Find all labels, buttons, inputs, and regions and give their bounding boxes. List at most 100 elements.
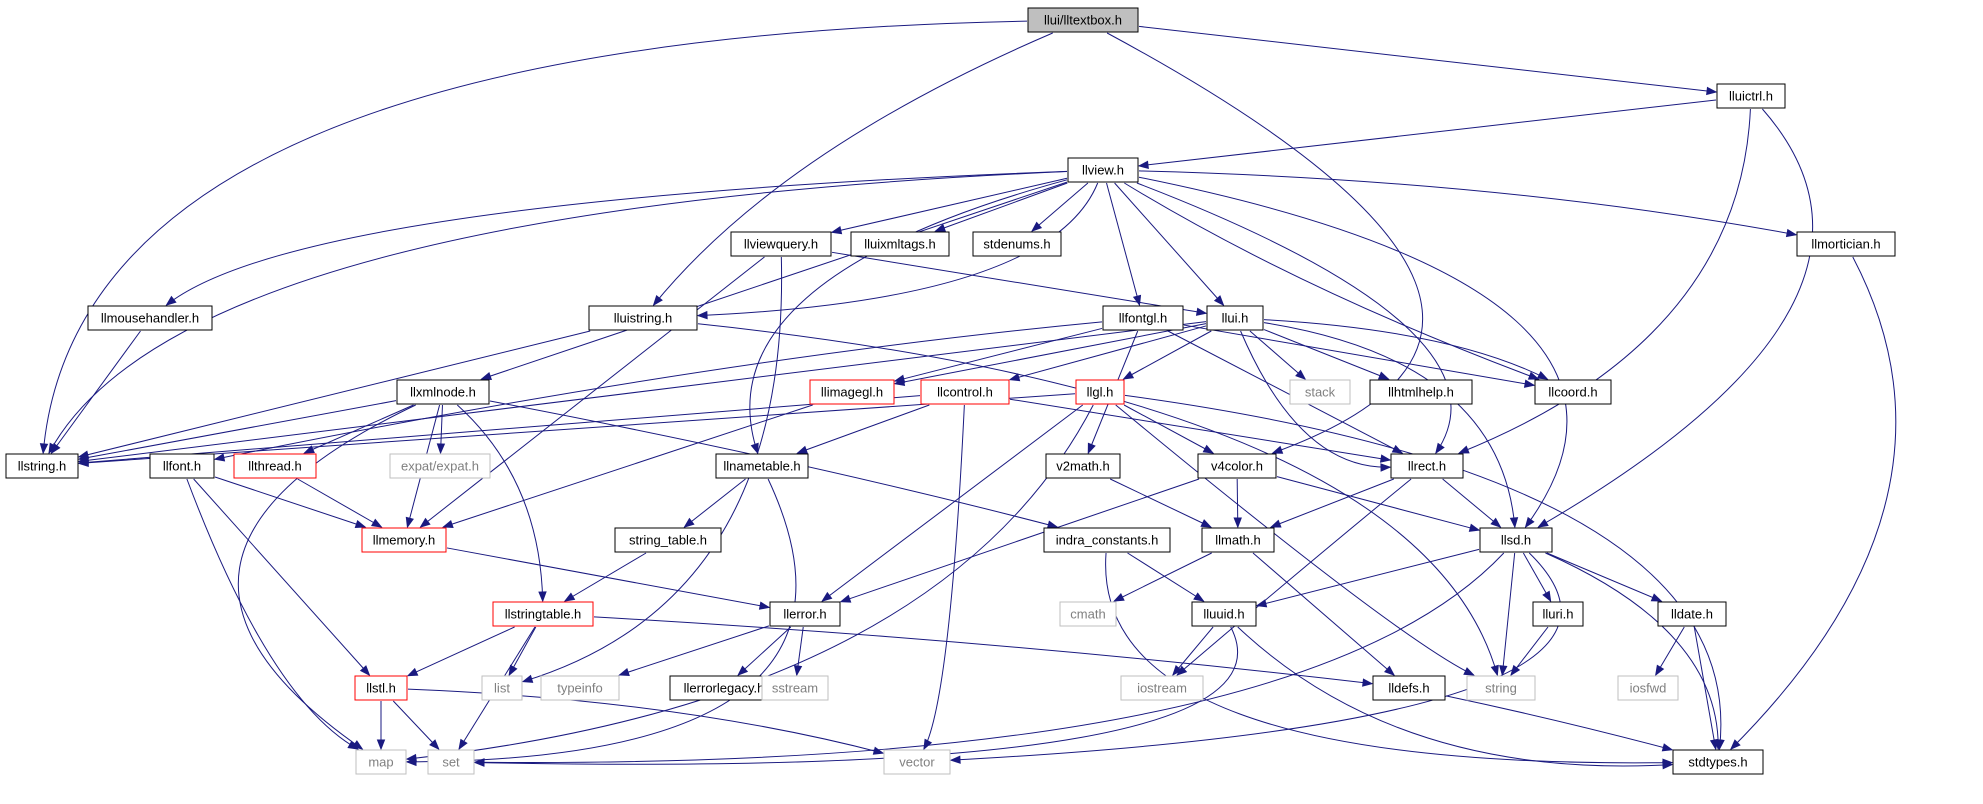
node-llthread[interactable]: llthread.h [233,453,317,479]
edge-v4color-to-llmath-arrowhead [1233,517,1242,529]
node-llgl[interactable]: llgl.h [1075,379,1125,405]
edge-lluri-to-string [1510,626,1549,676]
node-stdenums[interactable]: stdenums.h [972,231,1062,257]
node-llrect[interactable]: llrect.h [1390,453,1464,479]
node-lldate[interactable]: lldate.h [1657,601,1727,627]
node-v4color-box [1197,453,1277,479]
node-llnametable[interactable]: llnametable.h [715,453,809,479]
node-lluuid[interactable]: lluuid.h [1191,601,1257,627]
node-lldefs-box [1372,675,1446,701]
node-sstream-box [761,675,829,701]
node-llxmlnode[interactable]: llxmlnode.h [396,379,490,405]
node-expat: expat/expat.h [389,453,491,479]
node-lluictrl-label: lluictrl.h [1729,89,1773,104]
edge-llview-to-lluixmltags-arrowhead [934,223,947,232]
node-llhtmlhelp-label: llhtmlhelp.h [1388,385,1454,400]
node-llmemory[interactable]: llmemory.h [361,527,447,553]
node-vector-box [883,749,951,775]
node-llmousehandler[interactable]: llmousehandler.h [87,305,213,331]
node-list: list [481,675,523,701]
edge-llnametable-to-string-table-arrowhead [683,517,695,528]
edge-llmortician-to-stdtypes-arrowhead [1730,739,1741,750]
node-stdtypes-label: stdtypes.h [1688,755,1747,770]
node-llmousehandler-box [87,305,213,331]
edge-llview-to-llcoord-arrowhead [1527,371,1540,380]
node-stdtypes[interactable]: stdtypes.h [1672,749,1764,775]
node-lluixmltags[interactable]: lluixmltags.h [850,231,950,257]
node-llview[interactable]: llview.h [1067,157,1139,183]
node-lltextbox[interactable]: llui/lltextbox.h [1027,7,1139,33]
edge-lluictrl-to-llview [1138,99,1717,167]
node-v2math[interactable]: v2math.h [1045,453,1121,479]
node-string-box [1466,675,1536,701]
node-llgl-box [1075,379,1125,405]
edge-llgl-to-llstring [78,393,1076,464]
edge-llstl-to-vector-arrowhead [872,746,885,755]
node-indra-constants[interactable]: indra_constants.h [1043,527,1171,553]
node-llmousehandler-label: llmousehandler.h [101,311,199,326]
edge-llstringtable-to-lldefs [593,616,1373,685]
node-llsd[interactable]: llsd.h [1479,527,1553,553]
node-llstl[interactable]: llstl.h [354,675,408,701]
node-stdtypes-box [1672,749,1764,775]
edge-llcontrol-to-llstring [78,395,921,464]
edge-indra-constants-to-lluuid-arrowhead [1193,592,1205,602]
node-llstringtable[interactable]: llstringtable.h [492,601,594,627]
node-llfontgl[interactable]: llfontgl.h [1102,305,1184,331]
node-lluictrl[interactable]: lluictrl.h [1716,83,1786,109]
node-llimagegl[interactable]: llimagegl.h [809,379,895,405]
node-llhtmlhelp[interactable]: llhtmlhelp.h [1369,379,1473,405]
edge-llfont-to-llstl [193,478,370,676]
edge-llview-to-llmortician-arrowhead [1785,228,1798,238]
edge-llstringtable-to-lldefs-arrowhead [1362,678,1374,687]
edge-llview-to-llfontgl-arrowhead [1132,294,1142,307]
edge-llview-to-stdenums-arrowhead [1031,221,1043,232]
node-string-table-box [614,527,722,553]
edge-v4color-to-llerror [840,478,1200,603]
node-llerror-label: llerror.h [783,607,826,622]
edge-lldate-to-iosfwd-arrowhead [1655,664,1665,677]
edge-llsd-to-lluuid-arrowhead [1255,599,1268,608]
edge-llstringtable-to-set-arrowhead [458,738,468,751]
node-typeinfo: typeinfo [540,675,620,701]
node-lluri-box [1532,601,1584,627]
node-lluuid-label: lluuid.h [1203,607,1244,622]
node-llrect-label: llrect.h [1408,459,1446,474]
edge-lltextbox-to-llstring-arrowhead [39,443,49,455]
node-llstring[interactable]: llstring.h [5,453,79,479]
node-stack-label: stack [1305,385,1336,400]
node-llmortician[interactable]: llmortician.h [1796,231,1896,257]
edge-llui-to-llcontrol [1009,325,1207,381]
node-lluistring-box [588,305,698,331]
edge-llfont-to-map [186,478,358,750]
edge-llfontgl-to-llfont-arrowhead [213,453,226,462]
node-lluri[interactable]: lluri.h [1532,601,1584,627]
node-llui[interactable]: llui.h [1206,305,1264,331]
node-indra-constants-box [1043,527,1171,553]
node-llfont[interactable]: llfont.h [149,453,215,479]
edge-llview-to-lluistring-arrowhead [696,310,708,320]
node-llmath[interactable]: llmath.h [1201,527,1275,553]
edge-llthread-to-llmemory-arrowhead [370,518,383,528]
node-llviewquery[interactable]: llviewquery.h [730,231,832,257]
node-v4color[interactable]: v4color.h [1197,453,1277,479]
node-llcoord[interactable]: llcoord.h [1534,379,1612,405]
edge-llmath-to-lldefs [1252,552,1395,676]
node-lldefs[interactable]: lldefs.h [1372,675,1446,701]
node-string-table[interactable]: string_table.h [614,527,722,553]
edge-llui-to-llgl [1123,330,1212,380]
node-llxmlnode-label: llxmlnode.h [410,385,476,400]
node-typeinfo-box [540,675,620,701]
edge-llstringtable-to-list-arrowhead [508,664,518,677]
edge-llcontrol-to-llrect-arrowhead [1379,454,1392,463]
edge-llsd-to-vector-arrowhead [949,755,961,764]
edge-llui-to-llhtmlhelp-arrowhead [1377,371,1390,380]
node-llerrorlegacy[interactable]: llerrorlegacy.h [669,675,779,701]
edge-lltextbox-to-lluistring [653,32,1053,306]
edge-llmemory-to-llerror-arrowhead [758,601,771,610]
node-llerror[interactable]: llerror.h [769,601,841,627]
node-expat-box [389,453,491,479]
node-llcontrol[interactable]: llcontrol.h [920,379,1010,405]
edge-llviewquery-to-llmemory [420,256,765,528]
node-lluistring[interactable]: lluistring.h [588,305,698,331]
